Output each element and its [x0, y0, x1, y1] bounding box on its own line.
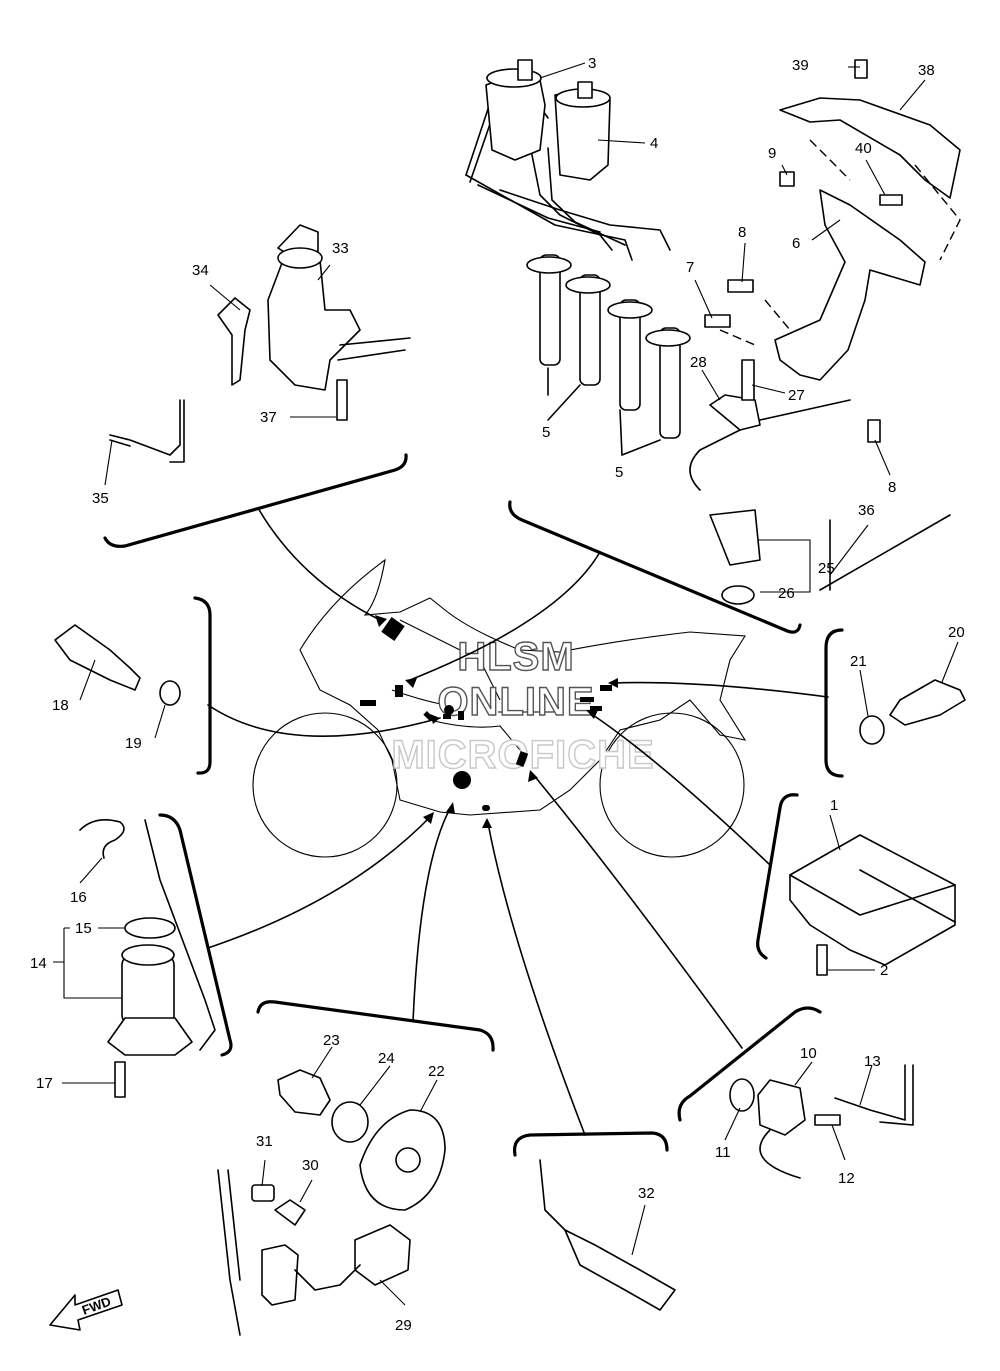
callout-26: 26: [778, 585, 795, 602]
callout-1: 1: [830, 797, 838, 814]
callout-5b: 5: [615, 464, 623, 481]
sprocket-group: [277, 1069, 446, 1211]
callout-35: 35: [92, 490, 109, 507]
callout-25: 25: [818, 560, 835, 577]
callout-23: 23: [323, 1032, 340, 1049]
ignition-coil-assembly: [465, 59, 691, 456]
solenoid-assembly: [79, 819, 216, 1098]
callout-32: 32: [638, 1185, 655, 1202]
motorcycle-outline: [252, 558, 747, 858]
callout-15: 15: [75, 920, 92, 937]
location-markers: [360, 617, 612, 811]
leader-lines: [207, 507, 829, 1136]
callout-numbers: 1 2 3 4 5 5 5 6 7 8 8 9 10 11 12 13 14 1…: [30, 55, 965, 1334]
callout-33: 33: [332, 240, 349, 257]
temp-sensor-left: [54, 624, 181, 706]
callout-39: 39: [792, 57, 809, 74]
callout-6: 6: [792, 235, 800, 252]
callout-11: 11: [715, 1144, 731, 1161]
callout-17: 17: [36, 1075, 53, 1092]
callout-14: 14: [30, 955, 47, 972]
watermark-line1: HLSM: [457, 635, 574, 679]
callout-38: 38: [918, 62, 935, 79]
callout-4: 4: [650, 135, 658, 152]
callout-9: 9: [768, 145, 776, 162]
main-switch-assembly: [109, 224, 411, 463]
callout-31: 31: [256, 1133, 273, 1150]
callout-leaders: [53, 62, 959, 1306]
callout-20: 20: [948, 624, 965, 641]
ecu-unit: [789, 834, 956, 976]
temp-sensor-right: [859, 679, 966, 745]
group-brackets: [103, 453, 844, 1157]
callout-29: 29: [395, 1317, 412, 1334]
speed-sensor-assembly: [217, 1169, 411, 1336]
callout-24: 24: [378, 1050, 395, 1067]
callout-2: 2: [880, 962, 888, 979]
callout-18: 18: [52, 697, 69, 714]
callout-36: 36: [858, 502, 875, 519]
callout-19: 19: [125, 735, 142, 752]
callout-5a: 5: [542, 424, 550, 441]
callout-10: 10: [800, 1045, 817, 1062]
ecu-bracket-assembly: [689, 59, 961, 605]
callout-13: 13: [864, 1053, 881, 1070]
callout-22: 22: [428, 1063, 445, 1080]
callout-27: 27: [788, 387, 805, 404]
callout-7: 7: [686, 259, 694, 276]
callout-21: 21: [850, 653, 867, 670]
callout-12: 12: [838, 1170, 855, 1187]
callout-28: 28: [690, 354, 707, 371]
callout-30: 30: [302, 1157, 319, 1174]
callout-34: 34: [192, 262, 209, 279]
callout-8a: 8: [738, 224, 746, 241]
callout-37: 37: [260, 409, 277, 426]
throttle-sensor-assembly: [729, 1064, 914, 1179]
forward-arrow: FWD: [49, 1289, 123, 1331]
callout-40: 40: [855, 140, 872, 157]
callout-16: 16: [70, 889, 87, 906]
callout-3: 3: [588, 55, 596, 72]
o2-sensor: [539, 1159, 676, 1311]
callout-8b: 8: [888, 479, 896, 496]
